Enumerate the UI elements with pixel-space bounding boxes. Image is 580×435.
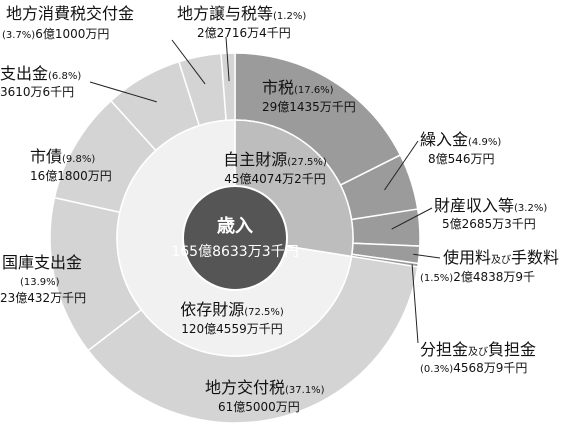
slice-label-municipal-bond: 市債(9.8%) xyxy=(30,147,95,166)
slice-label-burden: 分担金及び負担金 xyxy=(420,340,536,359)
slice-label-fees: 使用料及び手数料 xyxy=(443,248,559,267)
outer-ring xyxy=(49,52,421,424)
center-value: 165億8633万3千円 xyxy=(171,244,298,260)
slice-value-city-tax: 29億1435万千円 xyxy=(262,100,356,114)
slice-value-national-treasury: 23億432万千円 xyxy=(0,291,86,305)
slice-pct-national-treasury: (13.9%) xyxy=(20,277,60,288)
slice-value-transfer: 8億546万円 xyxy=(428,152,495,166)
slice-label-consumption-tax-grant: 地方消費税交付金 xyxy=(6,4,134,23)
slice-value-consumption-tax-grant: (3.7%)6億1000万円 xyxy=(2,27,109,41)
slice-value-burden: (0.3%)4568万9千円 xyxy=(420,361,527,375)
slice-value-municipal-bond: 16億1800万円 xyxy=(30,169,112,183)
leader-line-local-transfer-tax xyxy=(225,36,230,82)
slice-label-local-transfer-tax: 地方譲与税等(1.2%) xyxy=(177,4,306,23)
slice-value-fees: (1.5%)2億4838万9千 xyxy=(420,270,535,284)
slice-label-transfer: 繰入金(4.9%) xyxy=(420,130,501,149)
center-disc xyxy=(182,185,288,291)
leader-line-transfer xyxy=(384,140,419,191)
slice-value-property-income: 5億2685万3千円 xyxy=(442,217,536,231)
leader-line-burden xyxy=(411,264,419,344)
leader-line-fees xyxy=(413,253,441,259)
slice-label-city-tax: 市税(17.6%) xyxy=(262,78,334,97)
leader-line-consumption-tax-grant xyxy=(171,39,206,85)
slice-label-national-treasury: 国庫支出金 xyxy=(2,253,82,272)
center-label: 歳入 xyxy=(217,216,253,237)
slice-label-local-allocation-tax: 地方交付税(37.1%) xyxy=(205,378,325,397)
leader-line-property-income xyxy=(391,207,433,230)
leader-line-prefectural-expenditure xyxy=(89,81,157,103)
slice-value-local-transfer-tax: 2億2716万4千円 xyxy=(197,26,291,40)
slice-value-prefectural-expenditure: 3610万6千円 xyxy=(0,85,74,99)
slice-value-local-allocation-tax: 61億5000万円 xyxy=(218,400,300,414)
slice-label-property-income: 財産収入等(3.2%) xyxy=(434,196,547,215)
inner-label-dep: 依存財源(72.5%) xyxy=(180,300,284,319)
leader-lines xyxy=(89,36,441,344)
inner-value-own: 45億4074万2千円 xyxy=(224,172,325,186)
inner-label-own: 自主財源(27.5%) xyxy=(223,150,327,169)
inner-value-dep: 120億4559万千円 xyxy=(181,322,282,336)
slice-label-prefectural-expenditure: 支出金(6.8%) xyxy=(0,64,81,83)
